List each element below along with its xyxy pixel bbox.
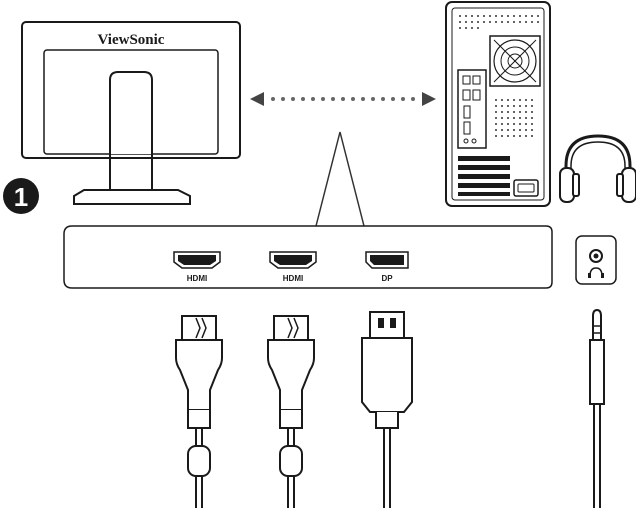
callout-lines: [315, 131, 365, 227]
hdmi-port-2: [269, 251, 317, 269]
headphones-icon: [559, 134, 636, 203]
hdmi-cable-1: [175, 315, 223, 508]
audio-cable: [589, 308, 605, 508]
hdmi-port-1: [173, 251, 221, 269]
double-arrow-icon: [250, 92, 436, 106]
hdmi-cable-2: [267, 315, 315, 508]
audio-port: [575, 235, 617, 285]
displayport-port: [365, 251, 409, 269]
headphone-icon: [588, 267, 604, 278]
monitor-rear: [21, 21, 241, 205]
port-label-hdmi-1: HDMI: [187, 274, 207, 283]
pc-tower-icon: [445, 1, 551, 207]
displayport-cable: [361, 311, 413, 508]
step-number: 1: [14, 182, 28, 212]
port-label-hdmi-2: HDMI: [283, 274, 303, 283]
monitor-brand: ViewSonic: [98, 32, 165, 48]
port-label-dp: DP: [381, 274, 393, 283]
step-badge: 1: [3, 178, 39, 214]
